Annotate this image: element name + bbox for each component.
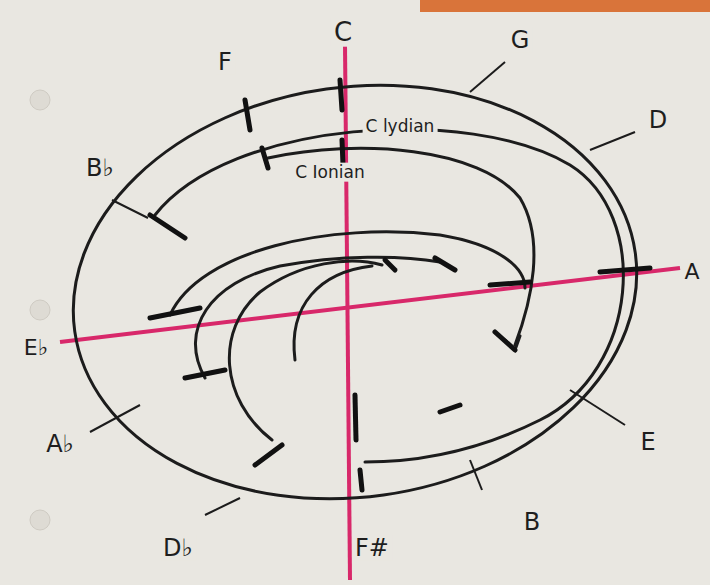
note-label: E♭	[21, 336, 51, 360]
note-label: F#	[352, 535, 392, 561]
mode-label: C Ionian	[292, 163, 367, 182]
note-label: D♭	[160, 535, 196, 561]
orange-strip	[420, 0, 710, 12]
tick-marks	[150, 80, 650, 490]
punch-hole	[30, 510, 50, 530]
punch-hole	[30, 90, 50, 110]
note-label: A♭	[43, 431, 77, 457]
note-label: A	[681, 260, 702, 284]
note-label: E	[637, 429, 658, 455]
spiral-lines	[46, 50, 664, 535]
note-label: D	[646, 107, 670, 133]
pink-axes	[60, 45, 680, 580]
note-label: C	[331, 18, 355, 47]
note-label: B	[521, 509, 543, 535]
leader-lines	[90, 62, 635, 515]
mode-label: C lydian	[363, 117, 438, 136]
note-label: G	[508, 27, 533, 53]
note-label: B♭	[83, 155, 117, 181]
note-label: F	[215, 49, 235, 75]
punch-hole	[30, 300, 50, 320]
